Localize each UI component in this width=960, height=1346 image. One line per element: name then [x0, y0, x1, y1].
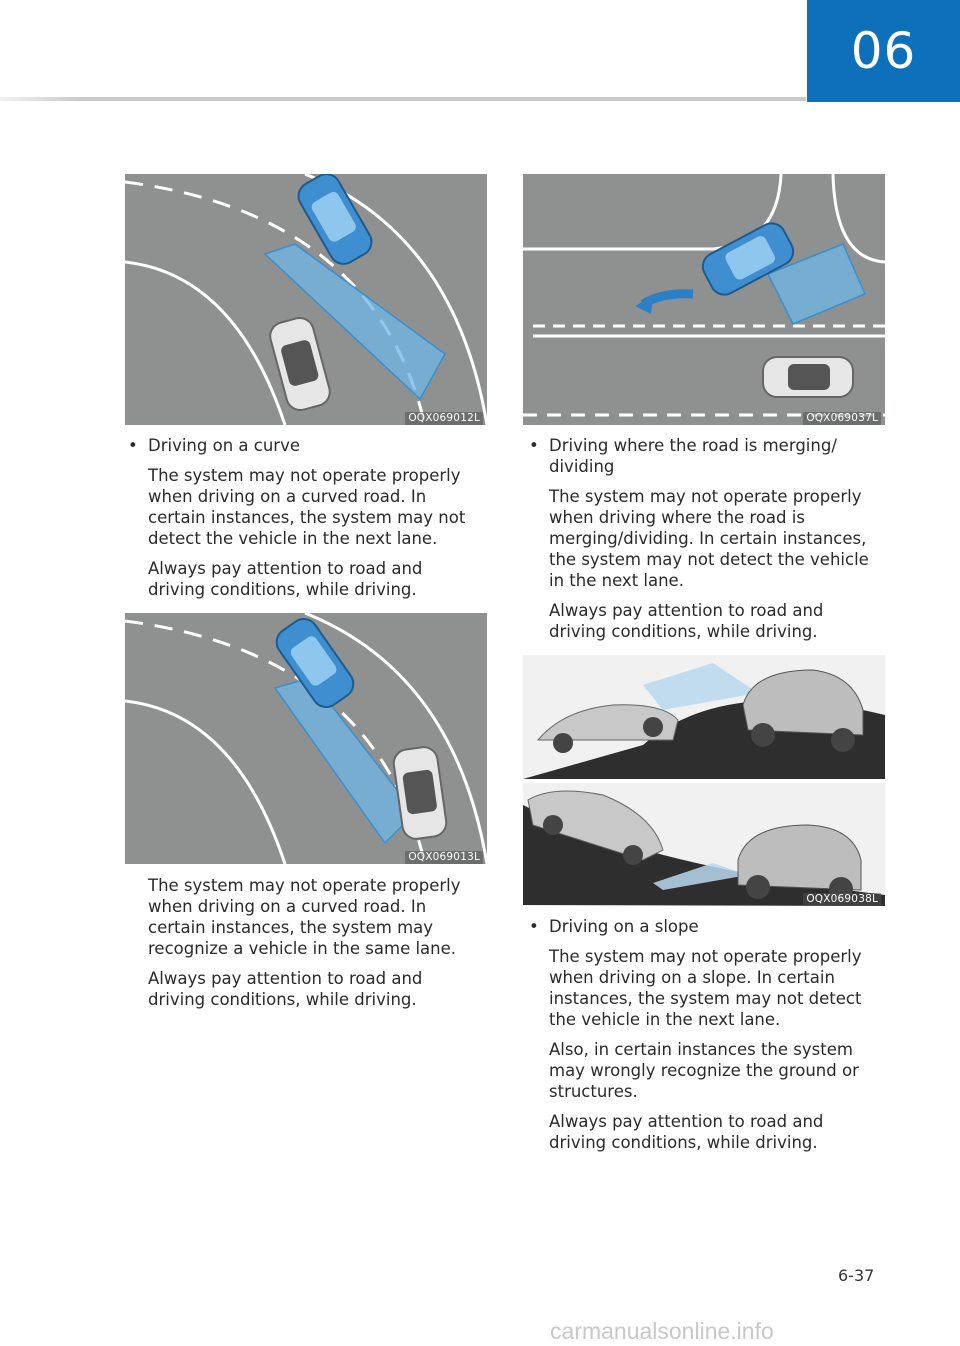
text-line: in the next lane. [549, 571, 684, 590]
text-line: the system may not detect the vehicle [549, 550, 869, 569]
text-line: Always pay attention to road and [148, 969, 423, 988]
text-line: when driving where the road is [549, 508, 805, 527]
text-line: Also, in certain instances the system [549, 1040, 853, 1059]
sedan-car-icon [536, 704, 679, 753]
left-section-curve: • Driving on a curve The system may not … [128, 435, 493, 609]
figure-code: OQX069013L [405, 851, 483, 864]
section-title: Driving on a slope [549, 917, 699, 936]
blue-car-icon [275, 618, 355, 708]
figure-code: OQX069038L [803, 893, 881, 906]
figure-slope: OQX069038L [523, 655, 885, 906]
suv-car-icon [742, 669, 864, 752]
paragraph: Always pay attention to road and driving… [549, 600, 889, 642]
white-car-icon [392, 746, 448, 840]
blue-car-icon [297, 174, 373, 265]
paragraph: Always pay attention to road and driving… [148, 968, 493, 1010]
white-car-icon [269, 316, 331, 412]
paragraph: The system may not operate properly when… [148, 875, 493, 959]
white-car-icon [762, 356, 854, 398]
chapter-number: 06 [850, 22, 917, 80]
figure-curve-next-lane: OQX069012L [125, 174, 487, 425]
right-section-slope: • Driving on a slope The system may not … [529, 916, 889, 1162]
bullet-icon: • [529, 917, 539, 936]
paragraph: Always pay attention to road and driving… [148, 558, 493, 600]
text-line: driving conditions, while driving. [148, 580, 417, 599]
figure-code: OQX069012L [405, 412, 483, 425]
bullet-icon: • [128, 436, 138, 455]
text-line: instances, the system may not detect [549, 989, 862, 1008]
section-title-line: Driving where the road is merging/ [549, 436, 837, 455]
text-line: The system may not operate properly [148, 876, 461, 895]
text-line: The system may not operate properly [148, 466, 461, 485]
text-line: Always pay attention to road and [148, 559, 423, 578]
paragraph: Always pay attention to road and driving… [549, 1111, 889, 1153]
text-line: Always pay attention to road and [549, 601, 824, 620]
text-line: the vehicle in the next lane. [549, 1010, 781, 1029]
text-line: detect the vehicle in the next lane. [148, 529, 438, 548]
paragraph: The system may not operate properly when… [148, 465, 493, 549]
left-section-curve-same-lane: The system may not operate properly when… [148, 875, 493, 1019]
figure-curve-same-lane: OQX069013L [125, 613, 487, 864]
right-section-merging: • Driving where the road is merging/ div… [529, 435, 889, 651]
paragraph: The system may not operate properly when… [549, 946, 889, 1030]
text-line: Always pay attention to road and [549, 1112, 824, 1131]
chapter-tab: 06 [807, 0, 960, 102]
text-line: when driving on a curved road. In [148, 487, 427, 506]
bullet-icon: • [529, 436, 539, 455]
text-line: certain instances, the system may [148, 918, 434, 937]
text-line: structures. [549, 1082, 638, 1101]
text-line: driving conditions, while driving. [148, 990, 417, 1009]
sedan-car-icon [527, 790, 664, 865]
text-line: certain instances, the system may not [148, 508, 466, 527]
text-line: merging/dividing. In certain instances, [549, 529, 867, 548]
figure-merging-dividing: OQX069037L [523, 174, 885, 425]
text-line: recognize a vehicle in the same lane. [148, 939, 457, 958]
text-line: when driving on a curved road. In [148, 897, 427, 916]
text-line: driving conditions, while driving. [549, 622, 818, 641]
paragraph: The system may not operate properly when… [549, 486, 889, 591]
blue-car-icon [701, 222, 795, 296]
text-line: The system may not operate properly [549, 947, 862, 966]
header-rule [0, 97, 806, 101]
section-title: Driving on a curve [148, 436, 300, 455]
page-number: 6-37 [838, 1266, 875, 1285]
watermark: carmanualsonline.info [550, 1318, 774, 1344]
section-title-line: dividing [549, 457, 615, 476]
text-line: The system may not operate properly [549, 487, 862, 506]
paragraph: Also, in certain instances the system ma… [549, 1039, 889, 1102]
text-line: when driving on a slope. In certain [549, 968, 835, 987]
text-line: driving conditions, while driving. [549, 1133, 818, 1152]
text-line: may wrongly recognize the ground or [549, 1061, 859, 1080]
figure-code: OQX069037L [803, 412, 881, 425]
